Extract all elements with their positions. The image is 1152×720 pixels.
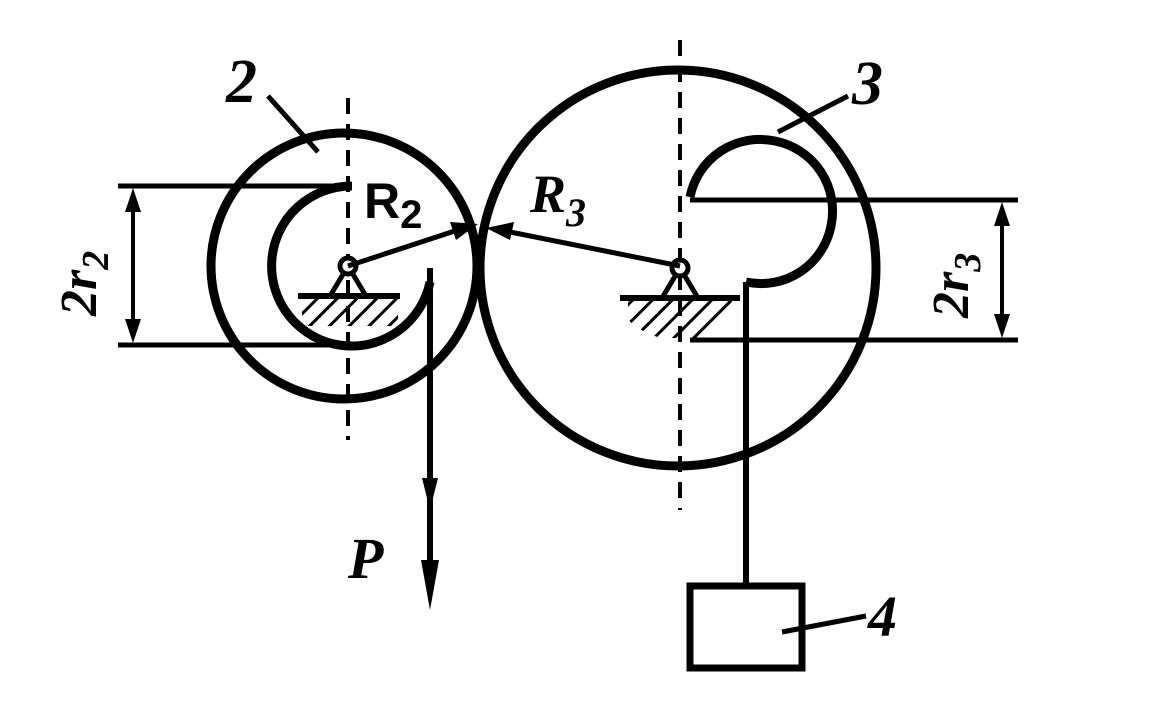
radius-R3-arrowhead [486,222,514,240]
radius-R2-label-sub: 2 [400,193,422,237]
block-4-label: 4 [867,584,897,649]
dimension-2r3-label-main: 2r [923,271,980,319]
force-arrow-head-lower [421,560,439,610]
dimension-2r2-label: 2r2 [51,251,117,317]
pulley-3-inner-rim [685,134,838,288]
pulley-2-leader [266,94,320,154]
force-label: P [347,526,384,591]
dimension-2r3 [690,197,1018,343]
radius-R3-label: R3 [529,164,586,235]
dimension-2r2 [118,183,352,348]
dimension-2r3-label: 2r3 [923,253,989,319]
pulley-3-label: 3 [851,50,883,118]
pulley-2-inner-rim [267,181,435,351]
pulley-2-label: 2 [225,48,257,116]
dimension-2r3-label-sub: 3 [947,253,989,273]
block-4-leader [781,613,867,635]
dimension-2r2-label-sub: 2 [75,251,117,271]
block-4 [686,582,867,672]
block-4-body [686,582,806,672]
radius-R3-line [499,227,681,269]
radius-R2-line [347,223,471,269]
radius-R2-label: R2 [364,173,422,237]
pulley-3 [475,40,881,586]
radius-R3-label-sub: 3 [565,190,586,235]
pulley-3-support [620,257,740,338]
dimension-2r2-label-main: 2r [51,269,108,317]
force-arrow-head-upper [422,478,438,510]
pulley-3-leader [776,93,850,135]
radius-R2-arrowhead [450,222,478,240]
radius-R3-label-main: R [529,164,566,224]
radius-R2-label-main: R [364,173,400,229]
pulley-2 [206,94,482,610]
